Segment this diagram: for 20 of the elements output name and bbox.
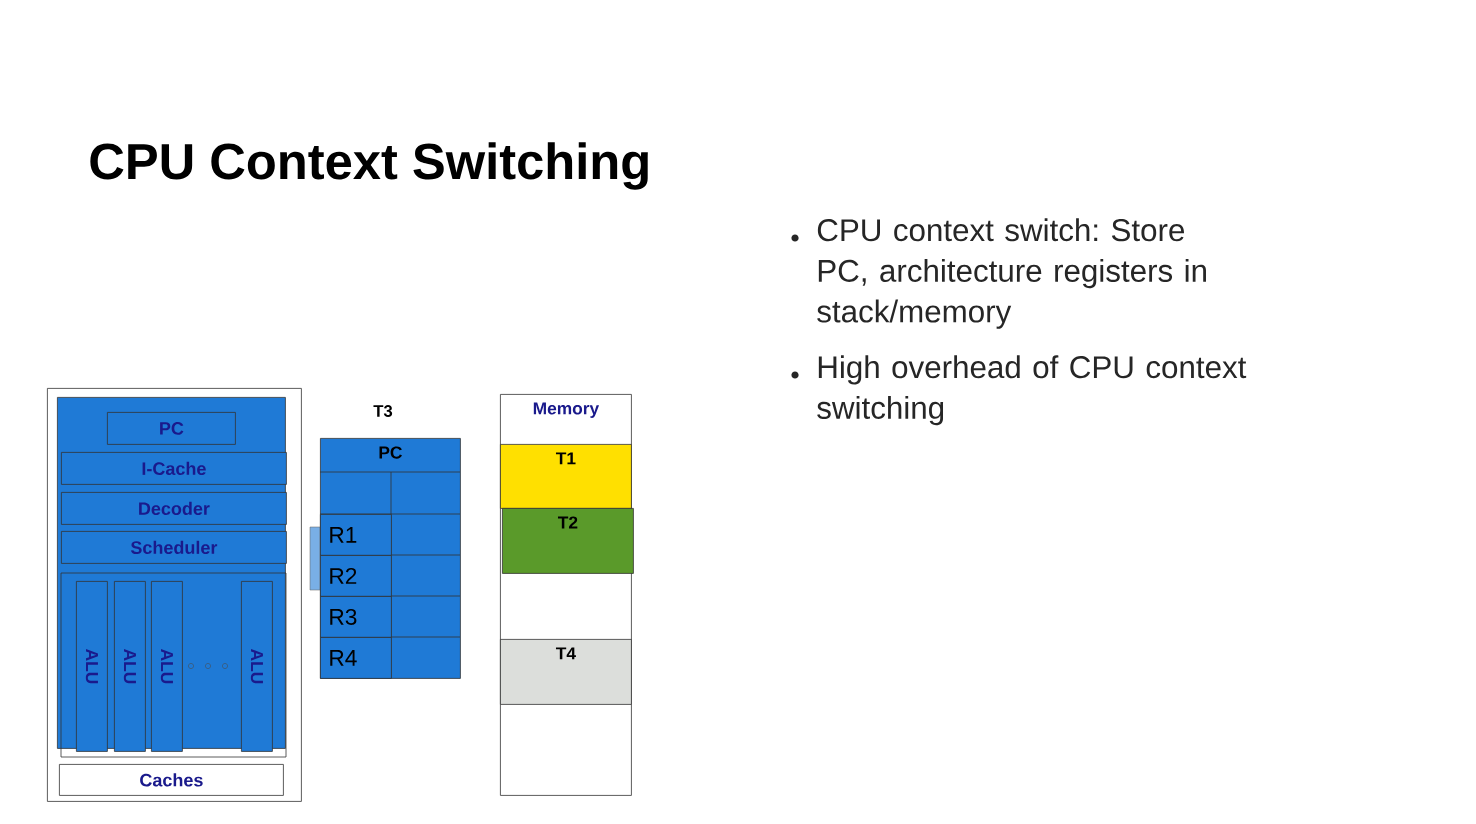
alu-column: ALU [151, 581, 183, 752]
register-cell: R3 [320, 596, 392, 638]
alu-column: ALU [114, 581, 146, 752]
title: CPU Context Switching [90, 142, 648, 190]
register-cell: R1 [320, 514, 392, 556]
unit-box: Scheduler [61, 531, 287, 564]
register-cell: R4 [320, 637, 392, 679]
memory-slot: T2 [502, 508, 634, 574]
alu-column: ALU [76, 581, 108, 752]
pc-box: PC [107, 412, 236, 445]
unit-box: Decoder [61, 492, 287, 525]
bullet-text: CPU context switch: Store PC, architecture registers in stack/memory [817, 218, 1206, 329]
bullet-text: High overhead of CPU context switching [817, 355, 1247, 426]
alu-column: ALU [241, 581, 273, 752]
register-cell: R2 [320, 555, 392, 597]
unit-box: I-Cache [61, 452, 287, 485]
memory-slot: T4 [500, 639, 632, 705]
caches-box: Caches [59, 764, 284, 796]
table-heading: T3 [373, 405, 393, 417]
memory-slot: T1 [500, 444, 632, 509]
